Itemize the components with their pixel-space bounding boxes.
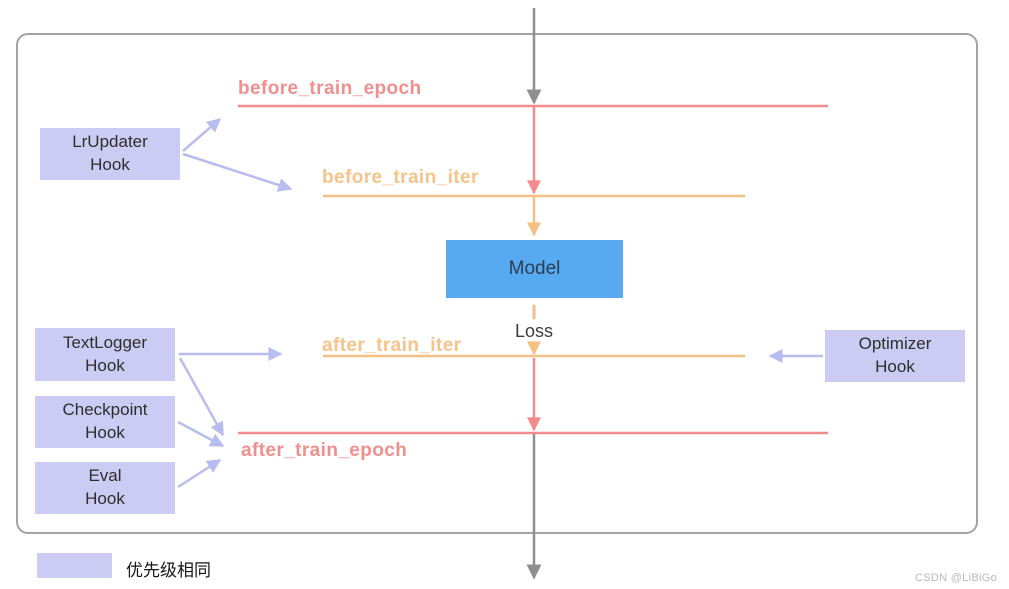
eval-hook-label-line1: Eval: [88, 466, 122, 486]
loss-label: Loss: [514, 321, 554, 341]
eval-hook-label-line2: Hook: [85, 489, 125, 508]
model-box: Model: [446, 240, 623, 298]
lrupdater-hook-label-line2: Hook: [90, 155, 130, 174]
legend-priority-swatch: [37, 553, 112, 578]
after-train-epoch-label: after_train_epoch: [241, 440, 408, 461]
textlogger-hook-box: TextLogger Hook: [35, 328, 175, 381]
checkpoint-hook-label-line1: Checkpoint: [62, 400, 148, 420]
optimizer-hook-label-line2: Hook: [875, 357, 915, 376]
lrupdater-hook-label-line1: LrUpdater: [72, 132, 148, 152]
before-train-epoch-label: before_train_epoch: [238, 78, 422, 99]
eval-to-after-epoch-arrow: [177, 458, 222, 489]
lrupdater-to-before-iter-arrow: [182, 152, 293, 192]
eval-hook-box: Eval Hook: [35, 462, 175, 514]
after-train-iter-label: after_train_iter: [322, 335, 462, 356]
legend-priority-label: 优先级相同: [126, 561, 211, 580]
textlogger-hook-label-line2: Hook: [85, 355, 125, 375]
checkpoint-hook-label-line2: Hook: [85, 423, 125, 442]
checkpoint-to-after-epoch-arrow: [177, 420, 225, 448]
textlogger-hook-label-line1: TextLogger: [62, 332, 148, 352]
optimizer-hook-label-line1: Optimizer: [858, 334, 932, 354]
model-label: Model: [508, 258, 561, 279]
runner-boundary-frame: [16, 33, 978, 534]
textlogger-to-after-epoch-arrow: [178, 357, 225, 437]
checkpoint-hook-box: Checkpoint Hook: [35, 396, 175, 448]
optimizer-hook-box: Optimizer Hook: [825, 330, 965, 382]
lrupdater-to-before-epoch-arrow: [182, 118, 222, 152]
lrupdater-hook-box: LrUpdater Hook: [40, 128, 180, 180]
watermark-text: CSDN @LiBiGo: [914, 572, 997, 584]
before-train-iter-label: before_train_iter: [322, 167, 479, 188]
